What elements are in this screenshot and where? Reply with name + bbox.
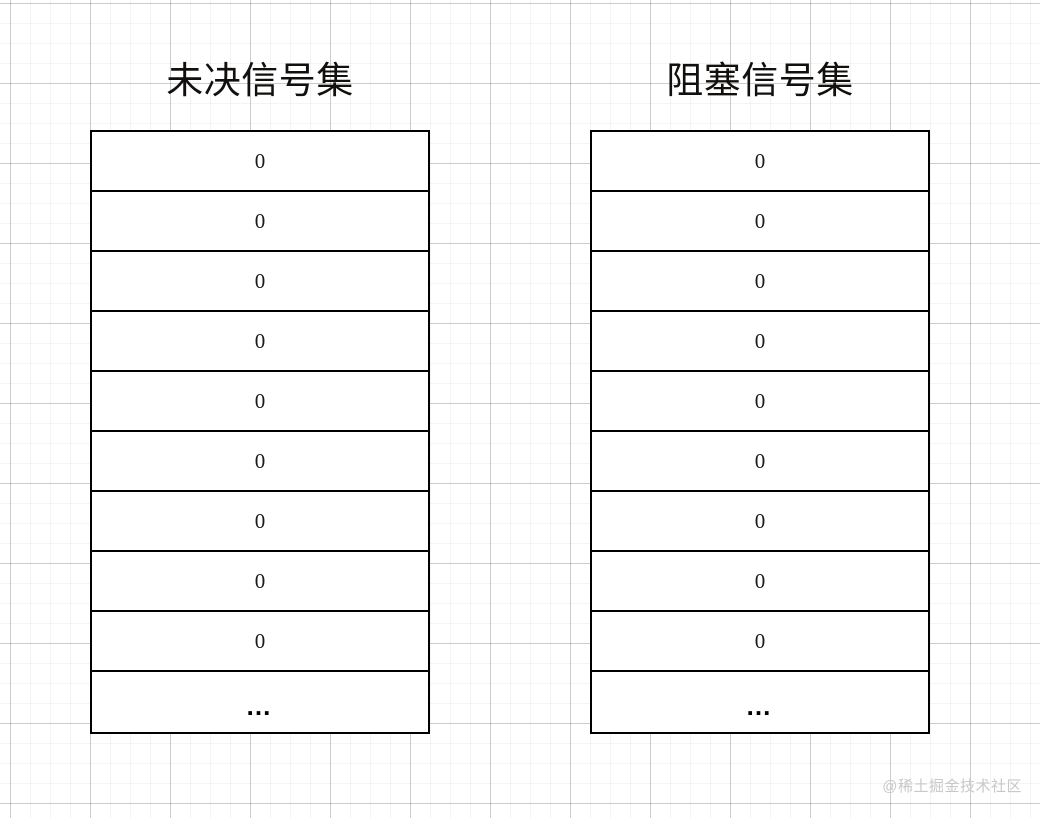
signal-cell: 0 [592, 552, 928, 612]
signal-cell: 0 [592, 492, 928, 552]
column-title-pending: 未决信号集 [166, 60, 354, 101]
signal-table-blocked: 0 0 0 0 0 0 0 0 0 … [590, 130, 930, 734]
signal-cell: 0 [92, 132, 428, 192]
signal-cell: 0 [592, 432, 928, 492]
column-title-blocked: 阻塞信号集 [666, 60, 854, 101]
signal-cell: 0 [92, 252, 428, 312]
signal-cell: 0 [592, 312, 928, 372]
signal-cell-ellipsis: … [592, 672, 928, 732]
signal-cell: 0 [592, 372, 928, 432]
signal-cell: 0 [592, 252, 928, 312]
signal-cell: 0 [92, 492, 428, 552]
signal-cell: 0 [592, 612, 928, 672]
signal-cell: 0 [92, 432, 428, 492]
signal-cell-ellipsis: … [92, 672, 428, 732]
signal-cell: 0 [92, 312, 428, 372]
signal-cell: 0 [92, 612, 428, 672]
signal-cell: 0 [92, 192, 428, 252]
signal-table-pending: 0 0 0 0 0 0 0 0 0 … [90, 130, 430, 734]
watermark: @稀土掘金技术社区 [882, 778, 1022, 795]
signal-cell: 0 [92, 372, 428, 432]
signal-cell: 0 [592, 132, 928, 192]
signal-cell: 0 [92, 552, 428, 612]
signal-cell: 0 [592, 192, 928, 252]
